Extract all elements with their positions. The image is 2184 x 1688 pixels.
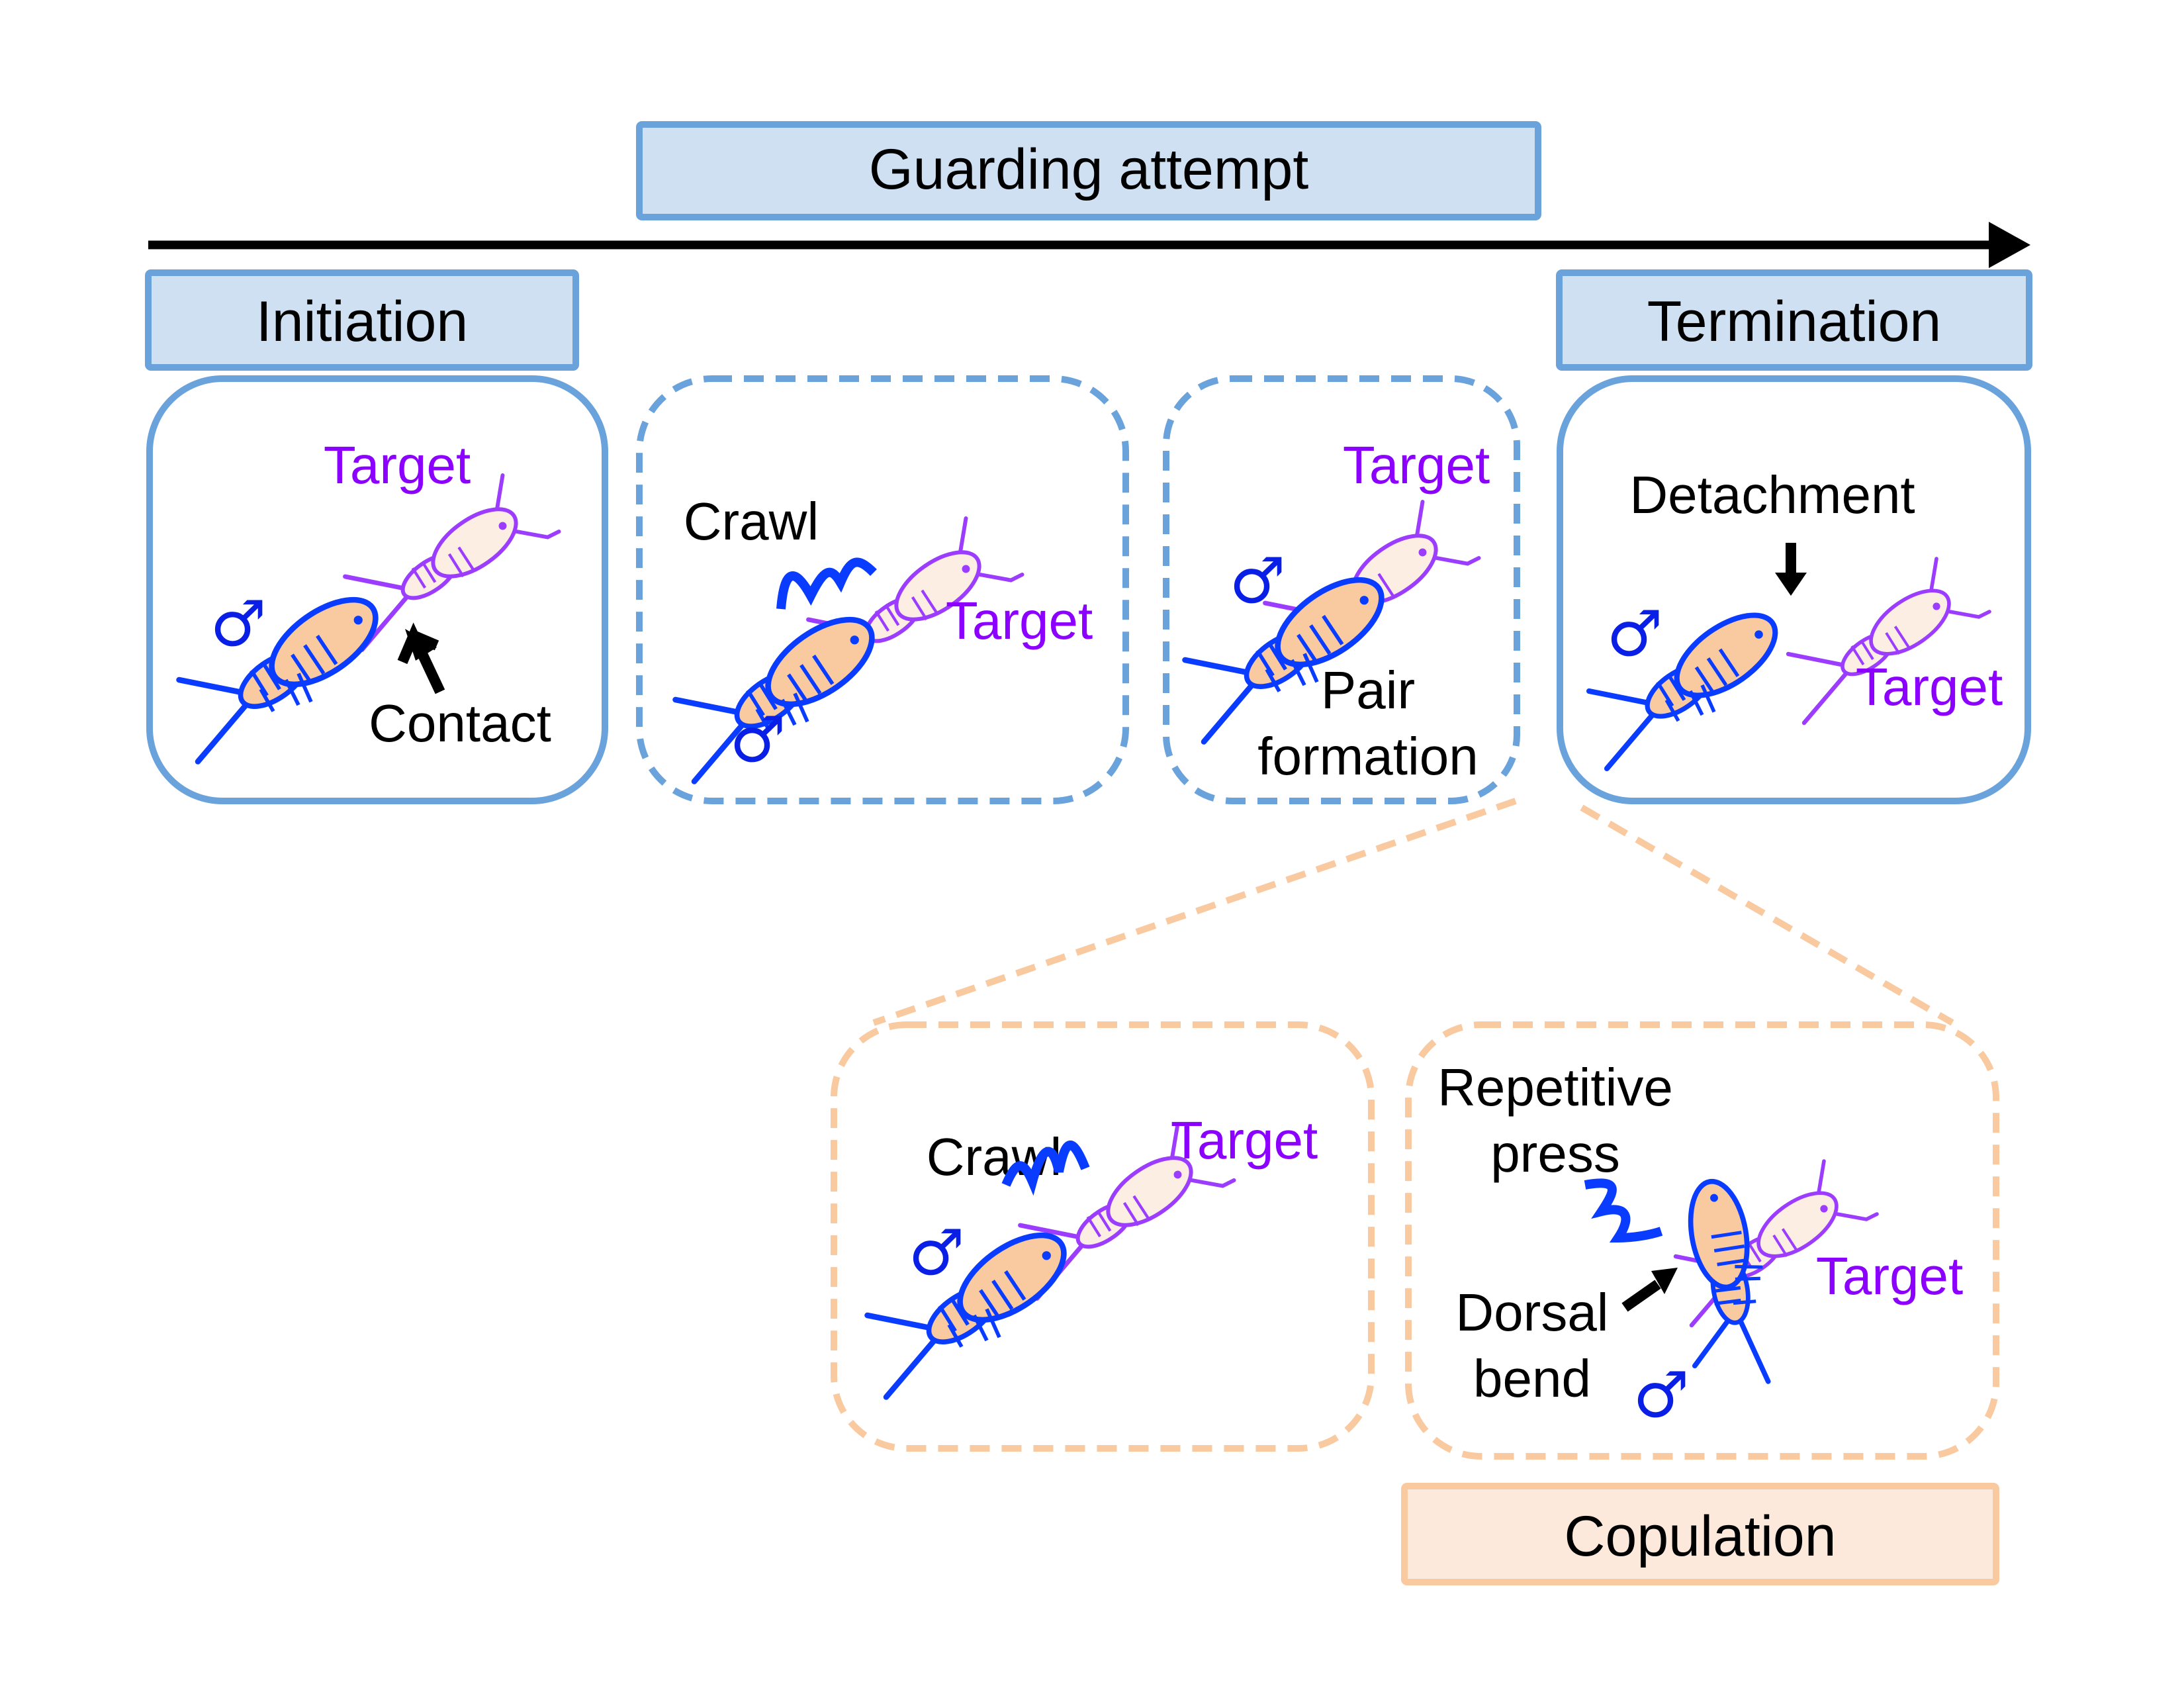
male-symbol-icon: ♂ (1229, 545, 1285, 618)
target-label: Target (1171, 1111, 1318, 1170)
guarding-attempt-label: Guarding attempt (869, 138, 1309, 201)
detachment-label: Detachment (1629, 465, 1915, 524)
pair-label: Pair (1321, 661, 1415, 720)
male-symbol-icon: ♂ (1606, 598, 1662, 671)
guarding-attempt-header: Guarding attempt (636, 121, 1541, 220)
male-symbol-icon: ♂ (210, 588, 266, 661)
panel-pair-formation: Target ♂ Pair formation (1163, 375, 1520, 804)
target-label: Target (1856, 657, 2003, 716)
copulation-label: Copulation (1564, 1505, 1836, 1568)
panel-crawl: Crawl Target ♂ (636, 375, 1129, 804)
timeline-arrow (148, 222, 2030, 268)
press-label: press (1490, 1124, 1620, 1183)
detachment-arrowhead-icon (1775, 573, 1807, 596)
target-label: Target (324, 436, 471, 494)
panel-contact: Target ♂ Contact (146, 375, 608, 804)
initiation-label: Initiation (256, 290, 468, 353)
target-label: Target (946, 591, 1093, 650)
dorsal-bend-arrow-icon (1621, 1280, 1661, 1312)
crawl-wave-icon (776, 557, 877, 610)
arrowhead-icon (1989, 222, 2030, 268)
crawl-label: Crawl (684, 492, 819, 551)
panel-copulation-crawl: Crawl Target ♂ (831, 1021, 1375, 1452)
press-wave-icon (1584, 1178, 1663, 1243)
male-symbol-icon: ♂ (1633, 1359, 1689, 1432)
zoom-connector-left (872, 798, 1517, 1026)
panel-detachment: Detachment ♂ Target (1557, 375, 2031, 804)
formation-label: formation (1257, 727, 1478, 786)
crawl-wave-icon (1001, 1140, 1090, 1196)
male-symbol-icon: ♂ (908, 1217, 964, 1289)
contact-label: Contact (369, 694, 551, 753)
zoom-connector-right (1580, 804, 1954, 1026)
bend-label: bend (1473, 1349, 1591, 1408)
termination-header: Termination (1556, 269, 2032, 371)
contact-arrowhead-icon (405, 629, 437, 661)
repetitive-label: Repetitive (1437, 1058, 1673, 1117)
target-label: Target (1343, 436, 1490, 494)
initiation-header: Initiation (145, 269, 579, 371)
target-label: Target (1816, 1246, 1963, 1305)
dorsal-bend-arrowhead-icon (1651, 1268, 1678, 1294)
copulation-header: Copulation (1401, 1483, 1999, 1585)
dorsal-label: Dorsal (1455, 1283, 1608, 1342)
panel-copulation-press: Repetitive press Dorsal bend Target ♂ (1405, 1021, 1999, 1460)
termination-label: Termination (1647, 290, 1942, 353)
male-symbol-icon: ♂ (729, 704, 786, 776)
